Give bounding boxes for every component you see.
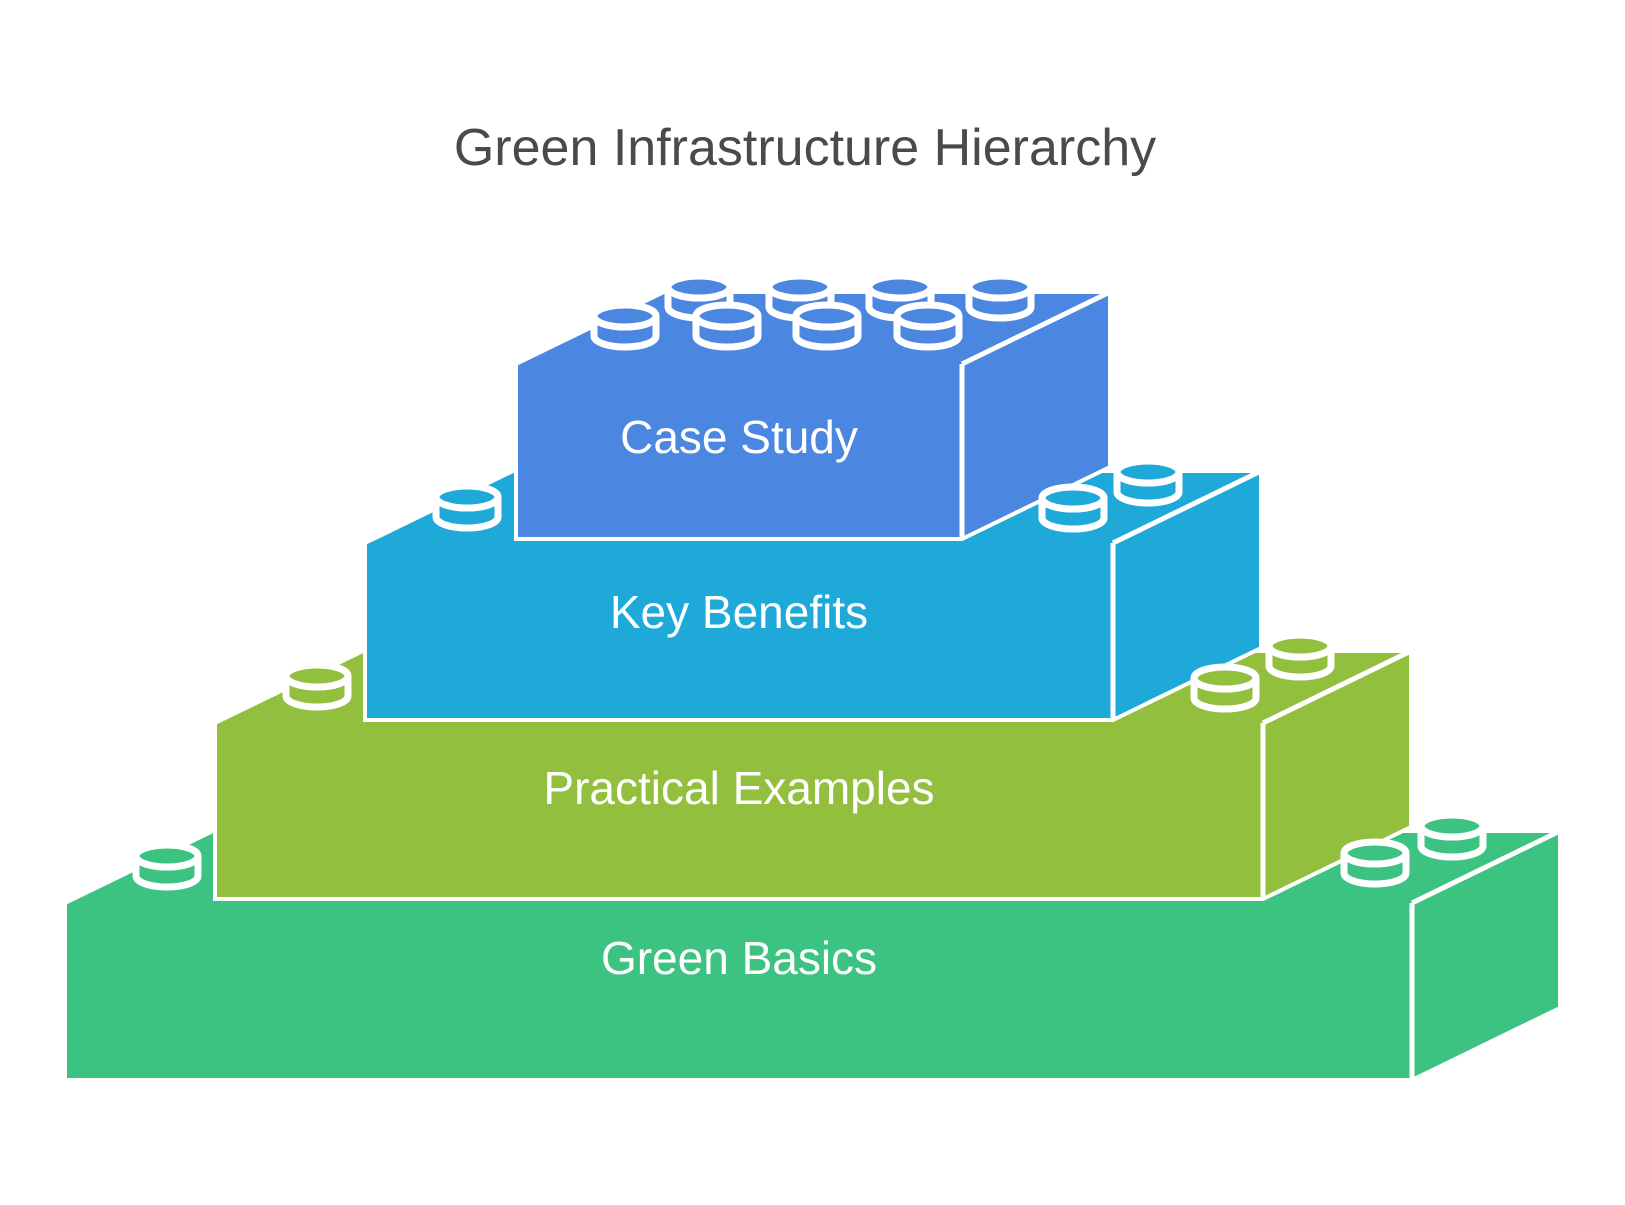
brick-case-study bbox=[514, 289, 1112, 541]
stud-icon bbox=[1265, 631, 1335, 681]
stud-top bbox=[792, 301, 862, 331]
stud-top bbox=[664, 272, 734, 302]
stud-top bbox=[765, 272, 835, 302]
stud-icon bbox=[792, 301, 862, 351]
brick-label-key-benefits: Key Benefits bbox=[610, 586, 868, 638]
top-right-edge bbox=[1111, 468, 1263, 546]
stud-top bbox=[893, 301, 963, 331]
stud-icon bbox=[432, 482, 502, 532]
stud-icon bbox=[965, 272, 1035, 322]
stud-top bbox=[590, 301, 660, 331]
stud-icon bbox=[1113, 457, 1183, 507]
stud-top bbox=[1190, 663, 1260, 693]
top-right-edge bbox=[1261, 648, 1413, 726]
brick-label-case-study: Case Study bbox=[620, 411, 858, 463]
stud-top bbox=[432, 482, 502, 512]
stud-icon bbox=[132, 841, 202, 891]
stud-icon bbox=[1190, 663, 1260, 713]
stud-top bbox=[865, 272, 935, 302]
stud-icon bbox=[692, 301, 762, 351]
stud-icon bbox=[282, 661, 352, 711]
stud-top bbox=[1417, 811, 1487, 841]
stud-top bbox=[1340, 838, 1410, 868]
stud-icon bbox=[1417, 811, 1487, 861]
stud-top bbox=[1038, 483, 1108, 513]
stud-top bbox=[1265, 631, 1335, 661]
brick-label-green-basics: Green Basics bbox=[601, 932, 877, 984]
stud-icon bbox=[893, 301, 963, 351]
top-right-edge bbox=[1410, 828, 1562, 906]
stud-icon bbox=[1038, 483, 1108, 533]
stud-top bbox=[692, 301, 762, 331]
stud-top bbox=[965, 272, 1035, 302]
brick-label-practical-examples: Practical Examples bbox=[543, 762, 934, 814]
stud-icon bbox=[590, 301, 660, 351]
stud-top bbox=[282, 661, 352, 691]
stud-icon bbox=[1340, 838, 1410, 888]
stud-top bbox=[132, 841, 202, 871]
top-right-edge bbox=[960, 289, 1112, 367]
stud-top bbox=[1113, 457, 1183, 487]
diagram-title: Green Infrastructure Hierarchy bbox=[454, 119, 1156, 177]
